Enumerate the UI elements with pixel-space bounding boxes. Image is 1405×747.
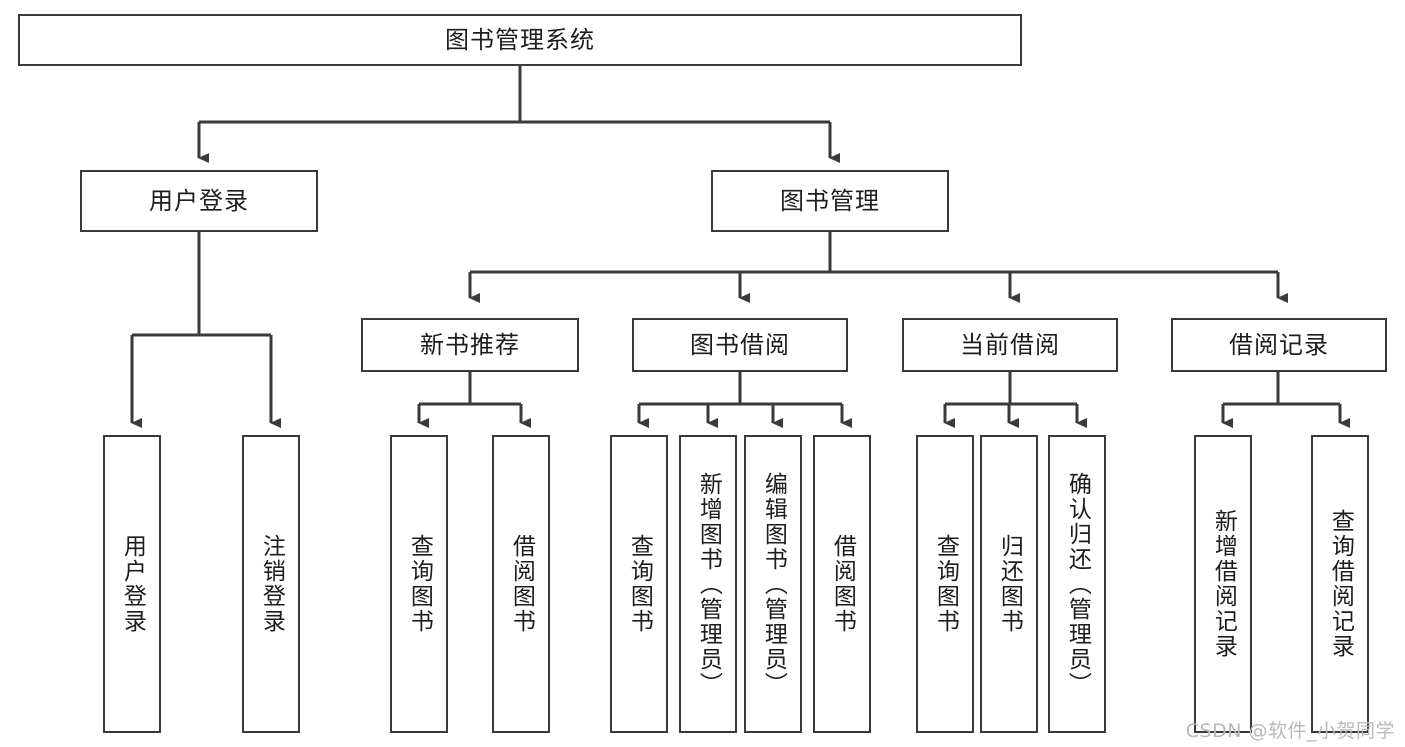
node-label: 查询图书 xyxy=(932,534,959,634)
leaf-borrow-query-book[interactable]: 查询图书 xyxy=(610,435,668,733)
node-root-system[interactable]: 图书管理系统 xyxy=(18,14,1022,66)
leaf-current-query-book[interactable]: 查询图书 xyxy=(916,435,974,733)
leaf-record-add-record[interactable]: 新增借阅记录 xyxy=(1194,435,1252,733)
node-label: 借阅记录 xyxy=(1229,330,1329,359)
node-label: 新书推荐 xyxy=(420,330,520,359)
node-label: 当前借阅 xyxy=(960,330,1060,359)
node-current-borrow[interactable]: 当前借阅 xyxy=(902,318,1118,372)
leaf-recommend-borrow-book[interactable]: 借阅图书 xyxy=(492,435,550,733)
node-book-borrow[interactable]: 图书借阅 xyxy=(632,318,848,372)
node-label: 借阅图书 xyxy=(508,534,535,634)
leaf-borrow-add-book-admin[interactable]: 新增图书（管理员） xyxy=(679,435,737,733)
node-label: 新增图书（管理员） xyxy=(695,471,722,697)
node-new-book-recommend[interactable]: 新书推荐 xyxy=(361,318,579,372)
node-book-management[interactable]: 图书管理 xyxy=(711,170,949,232)
node-user-login[interactable]: 用户登录 xyxy=(80,170,318,232)
node-label: 归还图书 xyxy=(996,534,1023,634)
node-label: 借阅图书 xyxy=(829,534,856,634)
csdn-watermark: CSDN @软件_小贺同学 xyxy=(1185,720,1395,742)
leaf-recommend-query-book[interactable]: 查询图书 xyxy=(390,435,448,733)
node-label: 图书管理 xyxy=(780,186,880,215)
leaf-current-return-book[interactable]: 归还图书 xyxy=(980,435,1038,733)
node-label: 注销登录 xyxy=(258,534,285,634)
leaf-borrow-edit-book-admin[interactable]: 编辑图书（管理员） xyxy=(744,435,802,733)
node-label: 确认归还（管理员） xyxy=(1064,471,1091,697)
node-label: 查询借阅记录 xyxy=(1327,509,1354,659)
node-borrow-record[interactable]: 借阅记录 xyxy=(1171,318,1387,372)
node-label: 新增借阅记录 xyxy=(1210,509,1237,659)
node-label: 用户登录 xyxy=(149,186,249,215)
node-label: 用户登录 xyxy=(119,534,146,634)
node-label: 查询图书 xyxy=(406,534,433,634)
leaf-current-confirm-return-admin[interactable]: 确认归还（管理员） xyxy=(1048,435,1106,733)
node-label: 图书借阅 xyxy=(690,330,790,359)
leaf-record-query-record[interactable]: 查询借阅记录 xyxy=(1311,435,1369,733)
leaf-logout[interactable]: 注销登录 xyxy=(242,435,300,733)
leaf-user-login[interactable]: 用户登录 xyxy=(103,435,161,733)
leaf-borrow-borrow-book[interactable]: 借阅图书 xyxy=(813,435,871,733)
node-label: 图书管理系统 xyxy=(445,25,595,54)
node-label: 查询图书 xyxy=(626,534,653,634)
node-label: 编辑图书（管理员） xyxy=(760,471,787,697)
